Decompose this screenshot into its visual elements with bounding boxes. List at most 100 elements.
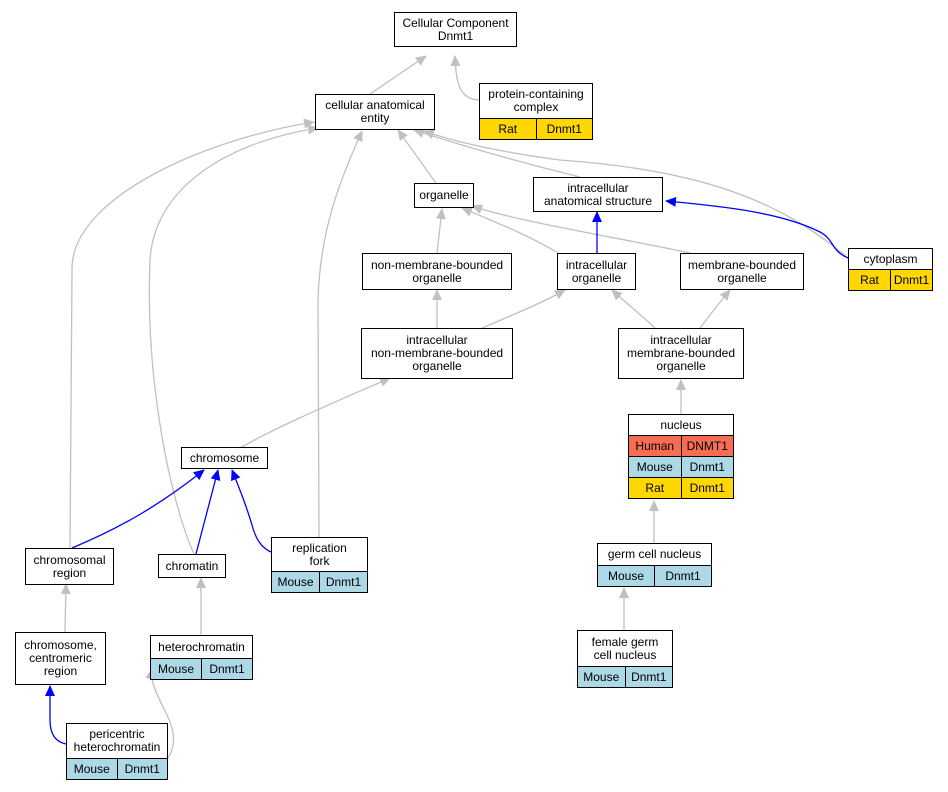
species-cell: Mouse (73, 761, 110, 776)
edge-cytoplasm-ias (665, 196, 849, 259)
species-cell: Human (635, 438, 675, 453)
node-label-line: non-membrane-bounded (370, 346, 504, 360)
species-cell: Mouse (607, 568, 645, 583)
node-label-line: membrane-bounded (687, 257, 797, 272)
species-cell: Rat (645, 480, 665, 495)
node-label-line: cell nucleus (593, 647, 657, 662)
node-label-line: organelle (717, 270, 767, 285)
node-label-line: chromatin (165, 558, 219, 573)
annotation-row: Mouse Dnmt1 (67, 758, 167, 779)
edge-chromreg-chromosome (71, 469, 205, 549)
edge-inmbo-io (481, 289, 566, 329)
edge-chromreg-cae (69, 118, 315, 549)
node-label-line: organelle (412, 359, 462, 373)
node-label-line: female germ (591, 634, 659, 649)
species-cell: Rat (498, 121, 518, 136)
node-label-line: organelle (419, 188, 469, 202)
edge-cytoplasm-cae (423, 129, 849, 259)
node-label-line: cellular anatomical (325, 98, 425, 112)
node-label-line: membrane-bounded (626, 346, 736, 360)
edge-chromatin-cae (148, 124, 319, 555)
node-label-line: Dnmt1 (437, 28, 474, 43)
node-label-line: Cellular Component (402, 15, 509, 30)
gene-cell: Dnmt1 (535, 119, 593, 139)
node-label-line: non-membrane-bounded (370, 257, 504, 272)
edge-pcc-root (450, 55, 481, 101)
node-label: chromosome (182, 448, 267, 468)
node-label-line: intracellular (565, 257, 628, 272)
edge-imbo-io (611, 289, 656, 329)
node-chromosome: chromosome (181, 447, 268, 469)
node-organelle: organelle (414, 183, 474, 208)
node-label: nucleus (629, 415, 733, 435)
edge-repfork-chromosome (231, 469, 272, 553)
node-label-line: chromosome, (24, 638, 97, 652)
node-label: chromatin (159, 555, 225, 577)
node-label: cytoplasm (849, 249, 932, 269)
node-label-line: chromosome (189, 450, 260, 465)
gene-cell: Dnmt1 (624, 667, 673, 687)
gene-cell: Dnmt1 (680, 457, 734, 477)
gene-cell: Dnmt1 (654, 566, 711, 586)
annotation-row: Mouse Dnmt1 (629, 456, 733, 477)
node-label-line: germ cell nucleus (607, 547, 702, 561)
node-label-line: organelle (571, 270, 622, 285)
node-label: heterochromatin (151, 636, 252, 658)
node-label-line: pericentric (89, 727, 145, 741)
edge-io-organelle (461, 207, 559, 254)
annotation-row: Mouse Dnmt1 (598, 565, 711, 586)
node-label-line: chromosomal (33, 552, 106, 567)
edge-chromatin-chromosome (195, 469, 221, 555)
edge-peri-centro (45, 685, 67, 745)
node-label-line: anatomical structure (543, 193, 653, 208)
node-label-line: cytoplasm (863, 251, 918, 266)
node-label-line: intracellular (406, 333, 468, 347)
node-label-line: organelle (656, 359, 706, 373)
node-label: organelle (415, 184, 473, 207)
edge-imbo-mbo (699, 289, 731, 329)
annotation-row: Human DNMT1 (629, 435, 733, 456)
gene-cell: Dnmt1 (116, 759, 168, 779)
node-label-line: intracellular (567, 180, 629, 195)
node-label: germ cell nucleus (598, 544, 711, 565)
node-label-line: protein-containing (488, 87, 584, 101)
edge-repfork-cae (317, 130, 363, 538)
node-label-line: region (52, 565, 87, 580)
gene-cell: DNMT1 (680, 436, 734, 456)
node-chromatin: chromatin (158, 554, 226, 578)
species-cell: Mouse (636, 459, 673, 474)
node-label-line: complex (513, 100, 559, 114)
edge-mbo-organelle (471, 204, 691, 254)
species-cell: Mouse (157, 661, 195, 676)
